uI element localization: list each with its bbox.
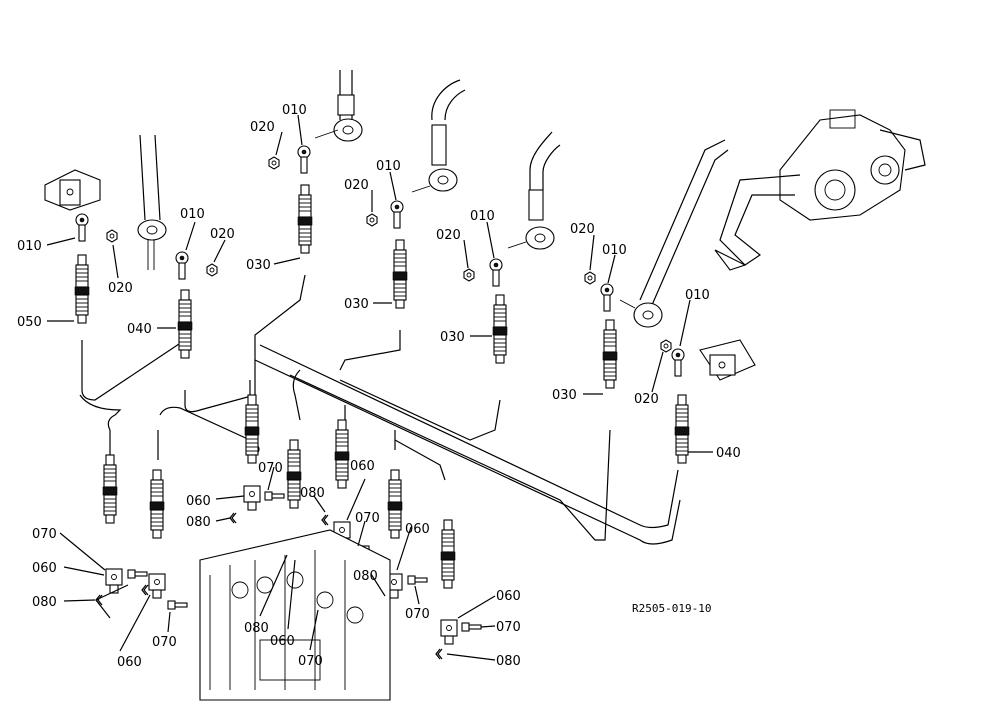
callout-020: 020	[250, 120, 275, 135]
callout-070: 070	[32, 527, 57, 542]
callout-010: 010	[602, 243, 627, 258]
callout-060: 060	[350, 459, 375, 474]
callout-060: 060	[32, 561, 57, 576]
callout-080: 080	[244, 621, 269, 636]
callout-060: 060	[186, 494, 211, 509]
callout-070: 070	[355, 511, 380, 526]
callout-020: 020	[108, 281, 133, 296]
callout-030: 030	[440, 330, 465, 345]
callout-070: 070	[496, 620, 521, 635]
control-lever-2	[314, 70, 363, 142]
ball-joints	[75, 145, 685, 377]
callout-070: 070	[152, 635, 177, 650]
mount-bracket-left	[44, 169, 101, 211]
callout-060: 060	[270, 634, 295, 649]
cables	[79, 274, 681, 545]
callout-020: 020	[570, 222, 595, 237]
backhoe-machine-icon	[714, 109, 926, 271]
callout-020: 020	[344, 178, 369, 193]
callout-040: 040	[127, 322, 152, 337]
callout-070: 070	[298, 654, 323, 669]
control-valve-block	[199, 529, 391, 701]
callout-010: 010	[470, 209, 495, 224]
callout-040: 040	[716, 446, 741, 461]
callout-080: 080	[300, 486, 325, 501]
callout-080: 080	[353, 569, 378, 584]
control-lever-4	[507, 131, 561, 250]
callout-080: 080	[32, 595, 57, 610]
callout-080: 080	[496, 654, 521, 669]
callout-010: 010	[282, 103, 307, 118]
callout-070: 070	[405, 607, 430, 622]
cable-fittings	[74, 184, 690, 589]
callout-010: 010	[685, 288, 710, 303]
callout-070: 070	[258, 461, 283, 476]
callout-050: 050	[17, 315, 42, 330]
callout-020: 020	[634, 392, 659, 407]
drawing-code: R2505-019-10	[632, 602, 711, 615]
callout-060: 060	[117, 655, 142, 670]
callout-010: 010	[17, 239, 42, 254]
mount-bracket-right	[699, 339, 756, 381]
callout-030: 030	[344, 297, 369, 312]
callout-020: 020	[210, 227, 235, 242]
callout-030: 030	[246, 258, 271, 273]
callout-060: 060	[405, 522, 430, 537]
callout-020: 020	[436, 228, 461, 243]
callout-060: 060	[496, 589, 521, 604]
callout-010: 010	[180, 207, 205, 222]
control-lever-5	[619, 139, 729, 328]
control-lever-1	[137, 134, 167, 270]
control-lever-3	[411, 79, 466, 193]
callout-080: 080	[186, 515, 211, 530]
leader-lines	[46, 114, 713, 661]
callout-010: 010	[376, 159, 401, 174]
callout-030: 030	[552, 388, 577, 403]
callout-labels: 010 020 010 020 020 010 030 020 010 030 …	[17, 103, 741, 670]
